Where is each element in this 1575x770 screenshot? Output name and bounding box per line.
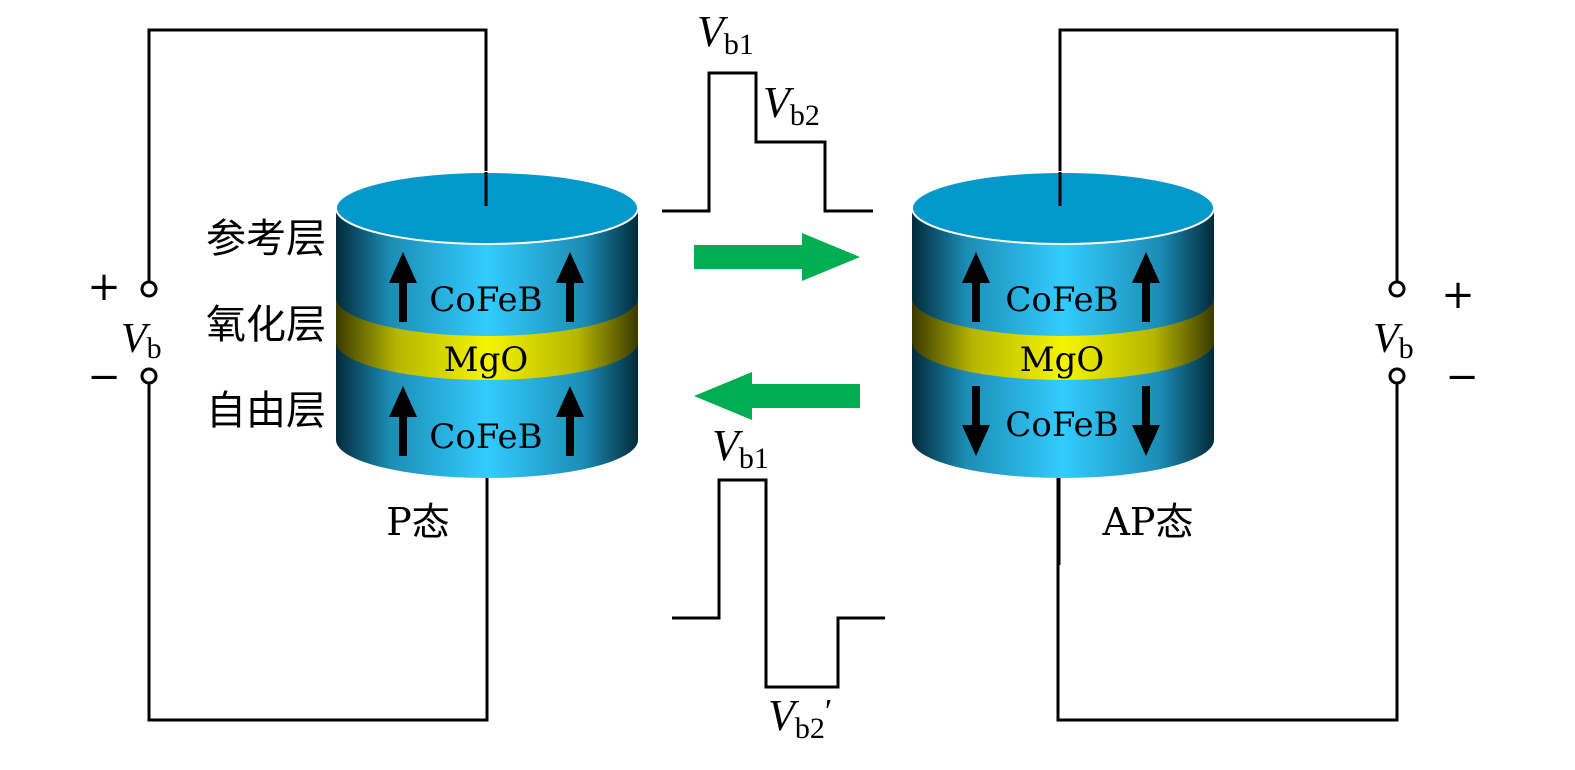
right-top-arrows [962,252,1160,322]
arrow-up-icon [556,252,584,322]
right-top-wire [1058,28,1399,285]
right-vb-subscript: b [1399,332,1414,365]
bottom-pulse-vb1-label: Vb1 [712,421,769,475]
left-vb-label: Vb [121,316,162,365]
top-pulse-vb2-label: Vb2 [763,78,820,132]
left-bottom-wire [147,380,489,722]
top-pulse: Vb1 Vb2 [662,7,873,213]
right-plus-sign: + [1441,272,1475,318]
right-terminal-plus [1388,280,1406,298]
bottom-pulse-vb2prime-label: Vb2′ [768,691,832,745]
ap-state-label: AP态 [1101,500,1193,544]
arrow-down-icon [1132,386,1160,456]
arrow-up-icon [1132,252,1160,322]
bottom-pulse: Vb1 Vb2′ [672,421,885,745]
arrow-up-icon [389,252,417,322]
left-minus-sign: − [87,354,121,400]
right-vb-symbol: V [1373,316,1403,362]
left-top-wire [147,28,488,285]
right-top-layer-label: CoFeB [1005,280,1118,320]
arrow-up-icon [556,386,584,456]
left-barrier-label: MgO [444,340,528,380]
arrow-up-icon [389,386,417,456]
left-source-label: + − Vb [87,264,161,400]
top-pulse-vb1-label: Vb1 [697,7,754,61]
right-bottom-wire [1056,380,1399,722]
p-state-label: P态 [386,500,450,544]
left-bottom-layer-label: CoFeB [429,417,542,457]
right-mgo-band [912,298,1214,380]
right-cylinder-top [911,171,1215,245]
reference-layer-label: 参考层 [206,216,326,262]
left-top-arrows [389,252,584,322]
left-plus-sign: + [87,264,121,310]
left-bottom-arrows [389,386,584,456]
top-pulse-waveform [662,71,873,213]
oxide-layer-label: 氧化层 [206,302,326,348]
left-mtj-cylinder: CoFeB MgO CoFeB [335,171,639,478]
free-layer-label: 自由层 [206,388,326,434]
left-circuit [140,28,489,722]
right-bottom-layer-label: CoFeB [1005,405,1118,445]
right-minus-sign: − [1445,354,1479,400]
left-vb-symbol: V [121,316,151,362]
right-vb-label: Vb [1373,316,1414,365]
arrow-right-icon [694,233,860,281]
left-mgo-band [336,298,638,380]
bottom-pulse-waveform [672,478,885,689]
right-bottom-arrows [962,386,1160,456]
right-source-label: + − Vb [1373,272,1479,400]
left-terminal-plus [140,280,158,298]
left-top-layer-label: CoFeB [429,280,542,320]
arrow-down-icon [962,386,990,456]
right-mtj-cylinder: CoFeB MgO CoFeB [911,171,1215,478]
right-terminal-minus [1388,367,1406,385]
right-circuit [1056,28,1406,722]
left-terminal-minus [140,367,158,385]
right-barrier-label: MgO [1020,340,1104,380]
left-vb-subscript: b [147,332,162,365]
arrow-left-icon [694,372,860,420]
arrow-up-icon [962,252,990,322]
